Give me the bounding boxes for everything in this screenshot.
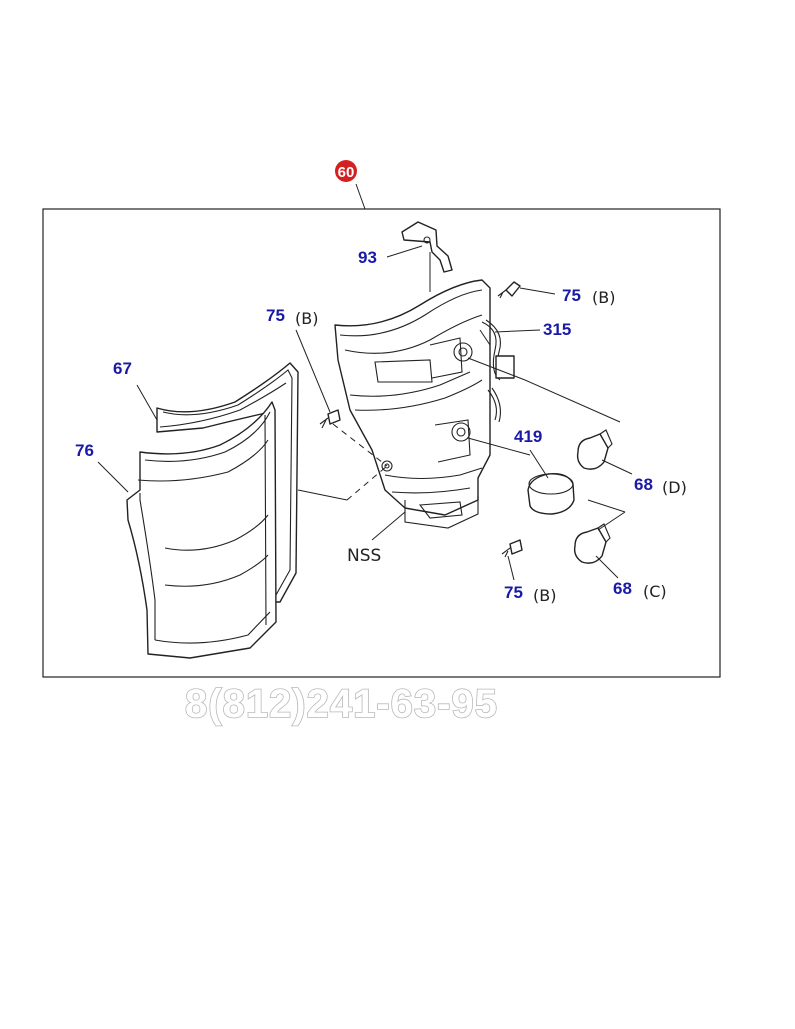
- callout-93[interactable]: 93: [358, 248, 377, 267]
- callout-68-d[interactable]: 68 (D): [634, 475, 687, 497]
- callout-number: 75: [266, 306, 285, 325]
- screw-75-bottom: [501, 539, 523, 558]
- callout-number: 75: [504, 583, 523, 602]
- bulb-68-c: [573, 523, 611, 564]
- leader-lines: [97, 245, 633, 581]
- callout-number: 68: [613, 579, 632, 598]
- phone-number-watermark: 8(812)241-63-95: [185, 682, 498, 726]
- screw-75-top-right: [497, 281, 521, 299]
- callout-number: 75: [562, 286, 581, 305]
- callout-suffix: (B): [592, 288, 615, 307]
- badge-label: 60: [338, 164, 355, 181]
- callout-suffix: (B): [533, 586, 556, 605]
- callout-75-left[interactable]: 75 (B): [266, 306, 318, 328]
- callout-suffix: (C): [643, 582, 667, 601]
- assembly-badge[interactable]: 60: [335, 160, 357, 182]
- callout-67[interactable]: 67: [113, 359, 132, 378]
- inner-lens-76: [126, 401, 277, 659]
- bulb-socket-419: [527, 473, 575, 515]
- wiring-harness-315: [481, 319, 515, 423]
- callout-nss[interactable]: NSS: [347, 546, 381, 566]
- callout-75-top-right[interactable]: 75 (B): [562, 286, 615, 307]
- callout-315[interactable]: 315: [543, 320, 571, 339]
- bracket-93: [401, 221, 453, 292]
- lamp-housing: [334, 279, 491, 529]
- callout-suffix: (D): [662, 478, 687, 497]
- callout-419[interactable]: 419: [514, 427, 542, 446]
- callout-suffix: (B): [295, 309, 318, 328]
- bulb-68-d: [576, 429, 613, 470]
- callout-68-c[interactable]: 68 (C): [613, 579, 667, 601]
- badge-leader: [355, 183, 366, 210]
- outer-lens-67: [156, 362, 299, 603]
- callout-75-bottom[interactable]: 75 (B): [504, 583, 556, 605]
- diagram-frame: [42, 208, 721, 678]
- callout-number: 68: [634, 475, 653, 494]
- screw-75-left: [319, 409, 341, 429]
- callout-76[interactable]: 76: [75, 441, 94, 460]
- badge-circle: [335, 160, 357, 182]
